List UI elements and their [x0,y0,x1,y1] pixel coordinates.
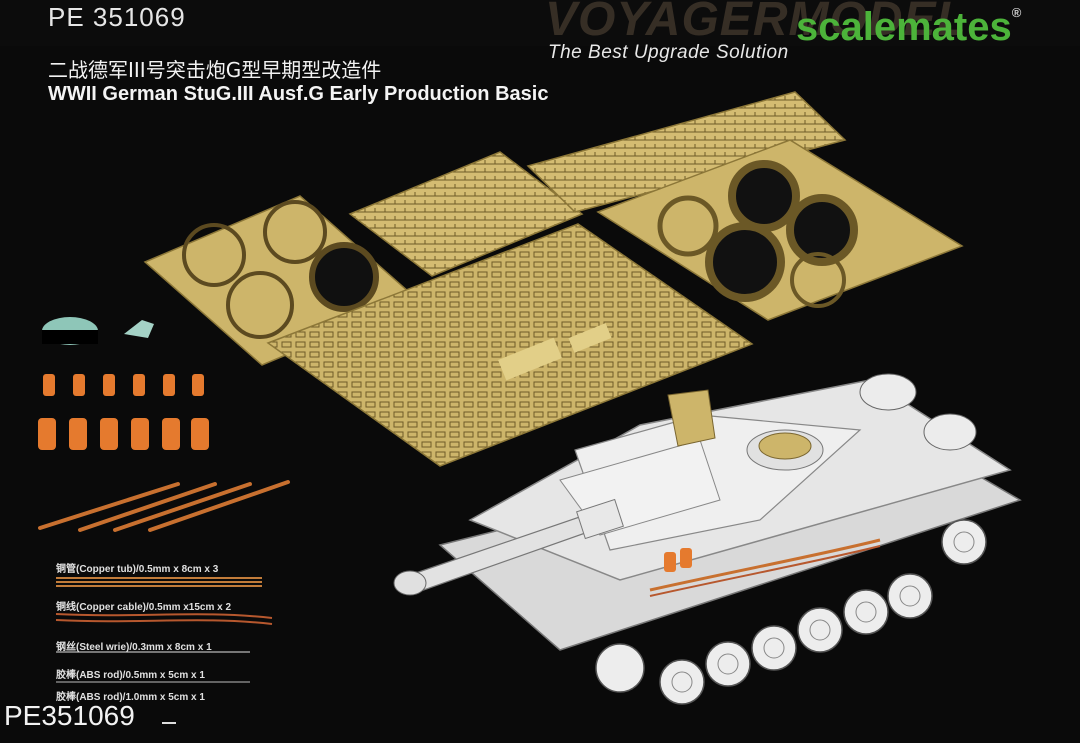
product-code-bottom: PE351069 [4,700,176,731]
title-chinese: 二战德军III号突击炮G型早期型改造件 [48,58,382,82]
scalemates-text: scalemates [796,5,1012,49]
scalemates-logo: scalemates® [796,5,1022,49]
title-english: WWII German StuG.III Ausf.G Early Produc… [48,83,549,105]
product-code-top: PE 351069 [48,2,186,32]
tagline: The Best Upgrade Solution [548,42,789,63]
top-bar [0,0,1080,46]
resin-parts [42,317,154,345]
fret-right [596,139,964,321]
legend-abs-rod-05: 胶棒(ABS rod)/0.5mm x 5cm x 1 [56,670,205,681]
resin-cylinders-small [43,374,204,396]
legend-lines [55,577,273,683]
voyager-logo: VOYAGERMODEL [545,0,967,46]
legend-abs-rod-10: 胶棒(ABS rod)/1.0mm x 5cm x 1 [56,692,205,703]
fret-center-large [266,223,754,467]
legend-copper-cable: 铜线(Copper cable)/0.5mm x15cm x 2 [56,602,232,613]
fret-upper-right [526,91,847,213]
copper-tubes [38,480,290,532]
legend-steel-wire: 钢丝(Steel wrie)/0.3mm x 8cm x 1 [56,642,212,653]
legend-copper-tube: 铜管(Copper tub)/0.5mm x 8cm x 3 [56,564,219,575]
stug-model [393,373,1022,705]
fret-upper-middle [348,151,584,277]
resin-cylinders-large [38,418,209,450]
